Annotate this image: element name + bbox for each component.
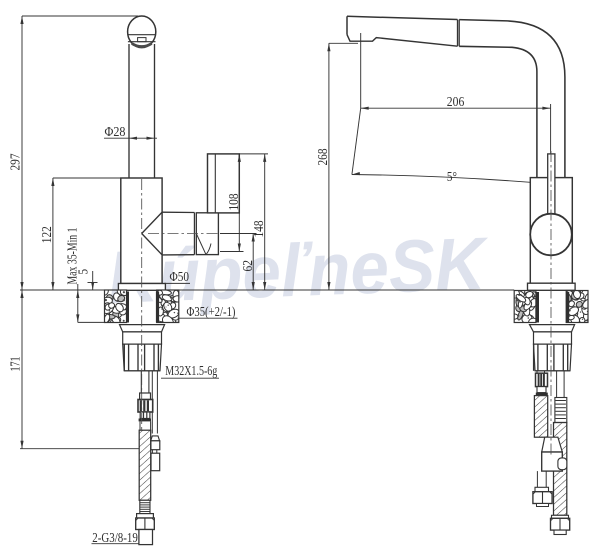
svg-text:108: 108 [226, 193, 241, 210]
svg-text:122: 122 [39, 226, 54, 243]
svg-text:2-G3/8-19: 2-G3/8-19 [92, 530, 138, 545]
svg-text:Φ50: Φ50 [170, 269, 190, 284]
svg-text:171: 171 [8, 356, 23, 371]
svg-text:Φ28: Φ28 [105, 124, 126, 139]
svg-text:297: 297 [8, 153, 23, 170]
svg-text:M32X1.5-6g: M32X1.5-6g [165, 363, 217, 378]
svg-text:Φ35(+2/-1): Φ35(+2/-1) [187, 304, 236, 320]
svg-text:5: 5 [75, 269, 90, 275]
svg-text:5°: 5° [447, 169, 457, 184]
svg-text:206: 206 [447, 94, 465, 109]
svg-text:Max 35-Min 1: Max 35-Min 1 [64, 227, 79, 284]
svg-text:62: 62 [240, 260, 255, 272]
svg-text:268: 268 [315, 148, 330, 165]
